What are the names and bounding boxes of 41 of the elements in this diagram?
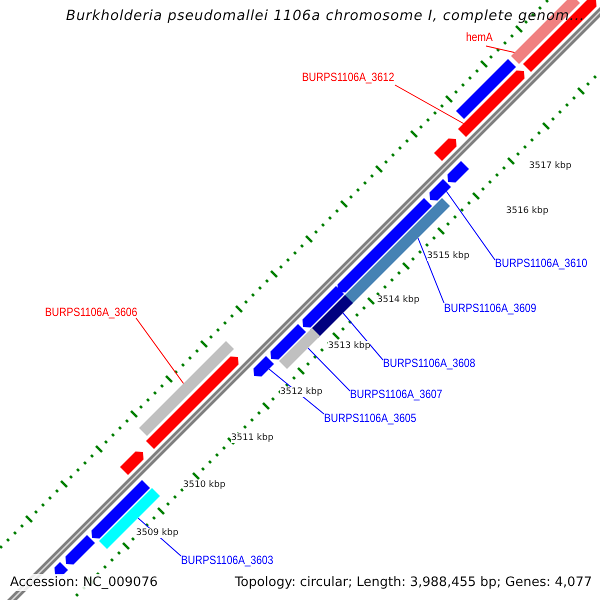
leader-line xyxy=(486,46,515,53)
gene-feature xyxy=(120,452,144,475)
gene-label: BURPS1106A_3603 xyxy=(181,553,274,567)
leader-line xyxy=(136,318,184,384)
gene-label: BURPS1106A_3606 xyxy=(45,305,138,319)
leader-line xyxy=(342,312,384,360)
gene-feature xyxy=(302,286,344,328)
gene-feature xyxy=(279,328,320,369)
gene-feature xyxy=(456,59,516,119)
footer-text: Accession: NC_009076 xyxy=(8,574,160,591)
gene-feature xyxy=(434,138,456,161)
scale-label: 3517 kbp xyxy=(529,161,572,171)
gene-feature xyxy=(430,179,451,200)
gene-label: BURPS1106A_3607 xyxy=(350,387,442,401)
gene-label: hemA xyxy=(466,30,493,44)
leader-line xyxy=(394,84,464,124)
gene-feature xyxy=(310,295,353,338)
leader-line xyxy=(446,191,496,260)
gene-feature xyxy=(270,324,306,360)
gene-label: BURPS1106A_3608 xyxy=(383,356,476,370)
scale-label: 3515 kbp xyxy=(427,251,470,261)
gene-feature xyxy=(254,356,274,376)
scale-label: 3516 kbp xyxy=(506,206,548,216)
gene-feature xyxy=(448,161,469,182)
scale-label: 3514 kbp xyxy=(377,295,420,305)
gene-feature xyxy=(99,488,160,549)
leader-line xyxy=(308,348,350,392)
scale-label: 3509 kbp xyxy=(136,528,178,538)
scale-label: 3512 kbp xyxy=(280,387,322,397)
gene-feature xyxy=(343,198,450,305)
gene-label: BURPS1106A_3605 xyxy=(324,411,416,425)
scale-label: 3513 kbp xyxy=(328,341,370,351)
scale-label: 3511 kbp xyxy=(231,433,274,443)
footer-text: Topology: circular; Length: 3,988,455 bp; Genes: 4,077 xyxy=(232,574,594,591)
gene-label: BURPS1106A_3609 xyxy=(444,301,536,315)
gene-feature xyxy=(66,535,95,564)
gene-label: BURPS1106A_3610 xyxy=(495,256,588,270)
gene-label: BURPS1106A_3612 xyxy=(302,70,394,84)
scale-label: 3510 kbp xyxy=(183,480,226,490)
leader-line xyxy=(418,238,444,304)
gene-feature xyxy=(458,70,524,137)
